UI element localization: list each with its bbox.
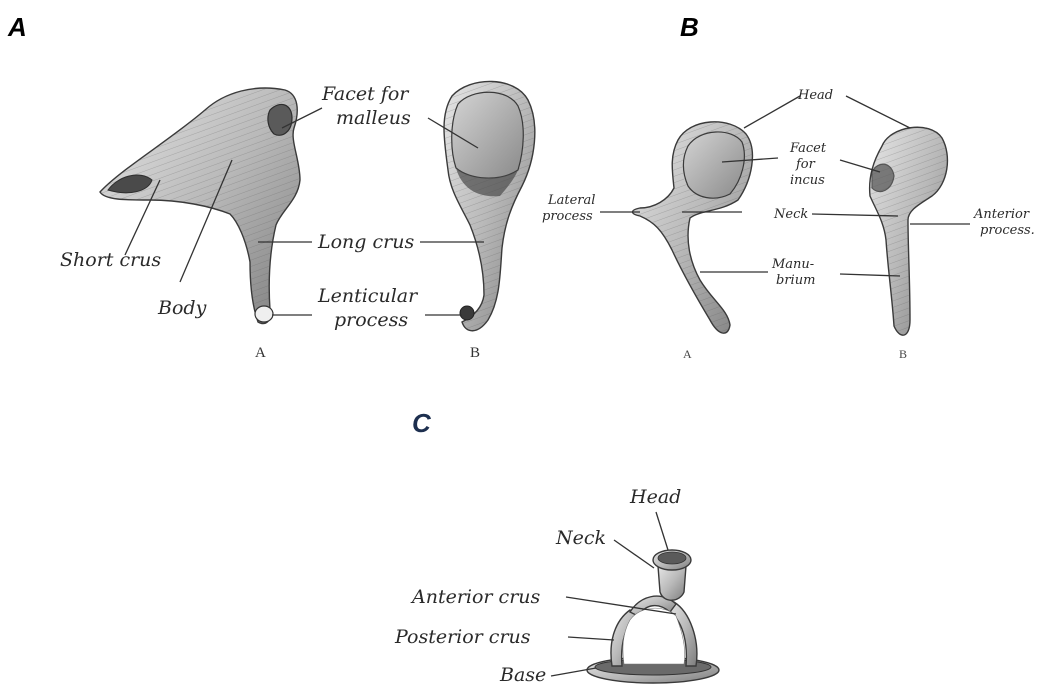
label-stapes-neck: Neck — [555, 527, 606, 549]
panel-letter-a: A — [7, 12, 27, 42]
label-neck: Neck — [773, 207, 808, 222]
sub-letter-b-a: A — [683, 347, 692, 361]
label-stapes-head: Head — [629, 486, 681, 508]
leader-stapes-head — [656, 512, 668, 550]
malleus-drawing-b — [870, 127, 948, 335]
panel-c-stapes: Head Neck Anterior crus Posterior crus B… — [394, 486, 719, 686]
label-facet-for-malleus-line1: Facet for — [321, 83, 410, 105]
label-facet-for-incus-line3: incus — [790, 173, 825, 188]
label-facet-for-incus-line2: for — [795, 157, 816, 172]
leader-stapes-neck — [614, 540, 654, 568]
label-manubrium-line1: Manu- — [771, 257, 814, 272]
panel-letter-c: C — [412, 408, 432, 438]
label-short-crus: Short crus — [60, 249, 161, 271]
label-lateral-process-line2: process — [542, 209, 593, 224]
label-facet-for-malleus-line2: malleus — [336, 107, 411, 129]
sub-letter-b-b: B — [899, 347, 907, 361]
incus-drawing-a — [100, 88, 300, 323]
label-long-crus: Long crus — [317, 231, 414, 253]
label-stapes-base: Base — [499, 664, 546, 686]
label-stapes-anterior-crus: Anterior crus — [410, 586, 541, 608]
panel-b-malleus: Head Facet for incus Lateral process Nec… — [542, 88, 1035, 361]
panel-a-incus: Facet for malleus Short crus Body Long c… — [60, 81, 535, 361]
label-anterior-process-line2: process. — [980, 223, 1035, 238]
label-lateral-process-line1: Lateral — [547, 193, 595, 208]
label-head: Head — [797, 88, 833, 103]
leader-head-a — [744, 96, 800, 128]
label-lenticular-process-line2: process — [334, 309, 408, 331]
label-lenticular-process-line1: Lenticular — [317, 285, 419, 307]
incus-drawing-b — [444, 81, 535, 330]
leader-head-b — [846, 96, 910, 128]
label-anterior-process-line1: Anterior — [973, 207, 1030, 222]
label-facet-for-incus-line1: Facet — [789, 141, 827, 156]
label-manubrium-line2: brium — [776, 273, 815, 288]
malleus-drawing-a — [633, 122, 753, 333]
sub-letter-a-a: A — [255, 345, 266, 361]
leader-stapes-posterior-crus — [568, 637, 614, 640]
label-body: Body — [157, 297, 207, 319]
stapes-drawing — [587, 550, 719, 683]
sub-letter-a-b: B — [470, 345, 480, 361]
label-stapes-posterior-crus: Posterior crus — [394, 626, 531, 648]
panel-letter-b: B — [680, 12, 699, 42]
